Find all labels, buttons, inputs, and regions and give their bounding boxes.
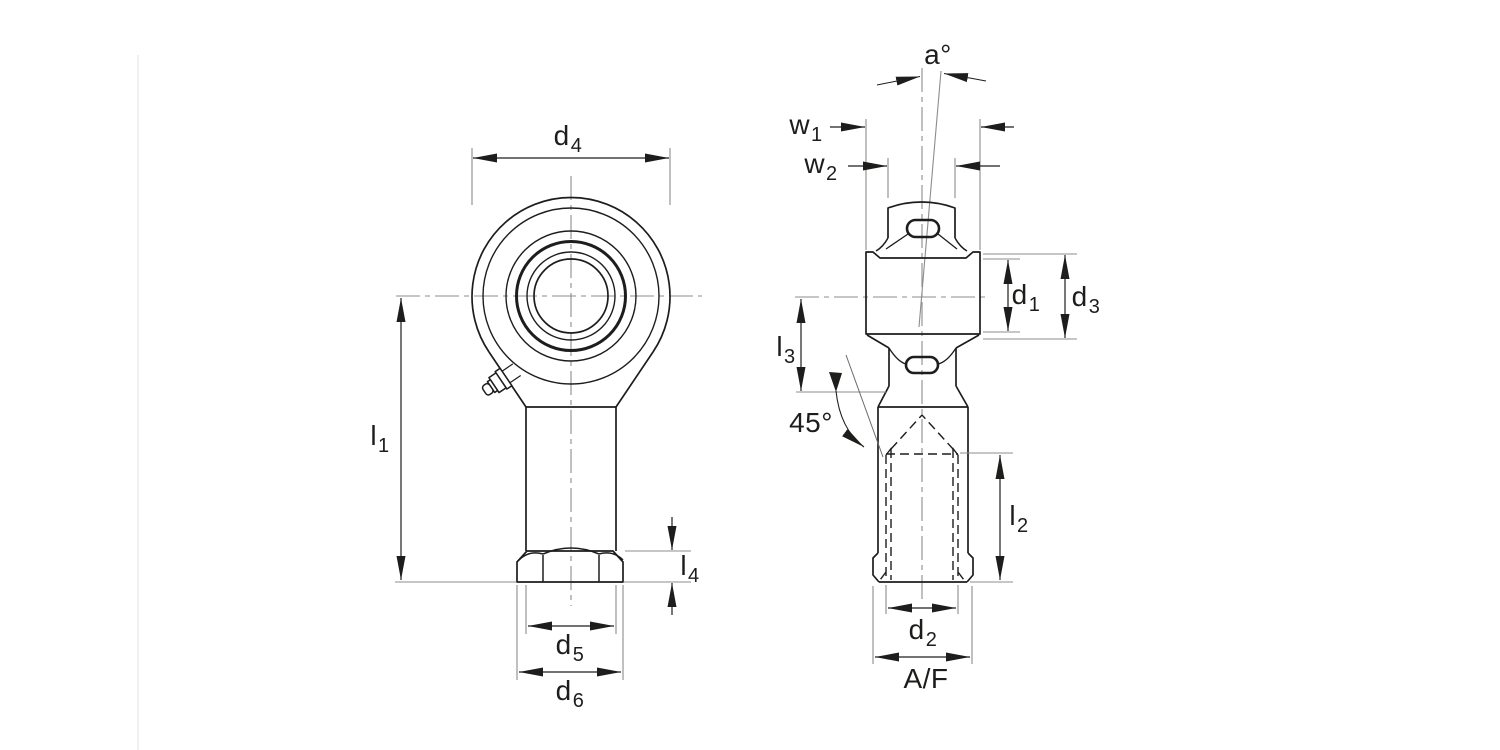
dim-w2 xyxy=(848,158,1000,198)
thread-chamfer-br xyxy=(957,571,965,581)
hex-outline xyxy=(516,550,624,583)
dim-d1 xyxy=(983,258,1020,333)
inner-ring-top-flare-r xyxy=(954,237,968,252)
shank-step-left xyxy=(872,552,880,583)
dim-d5 xyxy=(525,585,617,634)
threaded-bore-hidden-lines xyxy=(879,414,965,581)
label-45-angle: 45° xyxy=(789,407,833,438)
hex-crown-arc xyxy=(542,547,600,555)
inner-ring-top-flare-l xyxy=(875,237,889,252)
bore-circle xyxy=(533,258,609,334)
neck-flare-left xyxy=(877,385,890,408)
label-af: A/F xyxy=(903,663,949,694)
misalignment-line xyxy=(918,70,942,328)
side-view-dimensions xyxy=(796,73,1077,664)
ball-chamfer-circle xyxy=(526,251,616,341)
grease-nipple-cap xyxy=(481,382,494,396)
race-circle xyxy=(515,240,627,352)
grease-hole-line-b xyxy=(501,363,514,372)
neck-flare-right xyxy=(955,385,969,408)
dim-af xyxy=(872,586,973,664)
outer-ring-edge-circle xyxy=(505,230,637,362)
neck-tangent-right xyxy=(615,351,654,408)
sphere-line-top-l xyxy=(885,233,909,250)
label-l2: l2 xyxy=(1009,500,1029,537)
label-d4: d4 xyxy=(553,120,583,157)
dim-w1 xyxy=(830,119,1014,250)
dim-d2 xyxy=(885,585,959,614)
dim-d3 xyxy=(983,253,1077,340)
chamfer-reference-line xyxy=(845,354,884,458)
housing-chamfer-bl xyxy=(866,334,890,349)
head-chamfer-circle xyxy=(482,207,660,385)
label-w1: w1 xyxy=(789,109,823,146)
label-d1: d1 xyxy=(1011,279,1041,316)
dim-45-angle xyxy=(829,354,884,458)
label-d2: d2 xyxy=(908,614,938,651)
sphere-line-top-r xyxy=(937,233,958,250)
label-d3: d3 xyxy=(1071,281,1101,318)
housing-chamfer-br xyxy=(955,334,980,349)
dim-l3 xyxy=(796,299,886,393)
dim-l2 xyxy=(960,452,1013,583)
grease-hole-line-a xyxy=(509,375,522,384)
housing-outline xyxy=(865,251,981,335)
hex-face-arc-right xyxy=(598,552,624,561)
front-view xyxy=(471,196,671,583)
label-a-angle: a° xyxy=(924,39,952,70)
dim-a-angle xyxy=(876,73,987,86)
hex-face-arc-left xyxy=(518,552,544,561)
dim-l4 xyxy=(395,517,691,615)
bore-end-bottom xyxy=(904,355,940,375)
dim-d6 xyxy=(516,585,624,680)
shank-step-right xyxy=(966,552,974,583)
label-l1: l1 xyxy=(370,420,390,457)
label-l4: l4 xyxy=(680,550,700,587)
dim-d4 xyxy=(471,148,671,205)
front-view-dimensions xyxy=(395,148,691,680)
thread-chamfer-bl xyxy=(879,571,887,581)
sphere-arc-bottom-r xyxy=(937,347,957,365)
bore-end-top xyxy=(905,218,941,239)
label-d6: d6 xyxy=(555,675,585,712)
head-outer-profile xyxy=(471,196,671,353)
label-w2: w2 xyxy=(804,148,838,185)
label-l3: l3 xyxy=(776,331,796,368)
sphere-arc-bottom-l xyxy=(888,347,907,365)
label-d5: d5 xyxy=(555,629,585,666)
side-view xyxy=(865,201,981,583)
drill-point-cone xyxy=(890,414,954,450)
inner-ring-top xyxy=(887,201,956,238)
grease-nipple xyxy=(481,363,522,396)
centerlines xyxy=(396,68,988,606)
